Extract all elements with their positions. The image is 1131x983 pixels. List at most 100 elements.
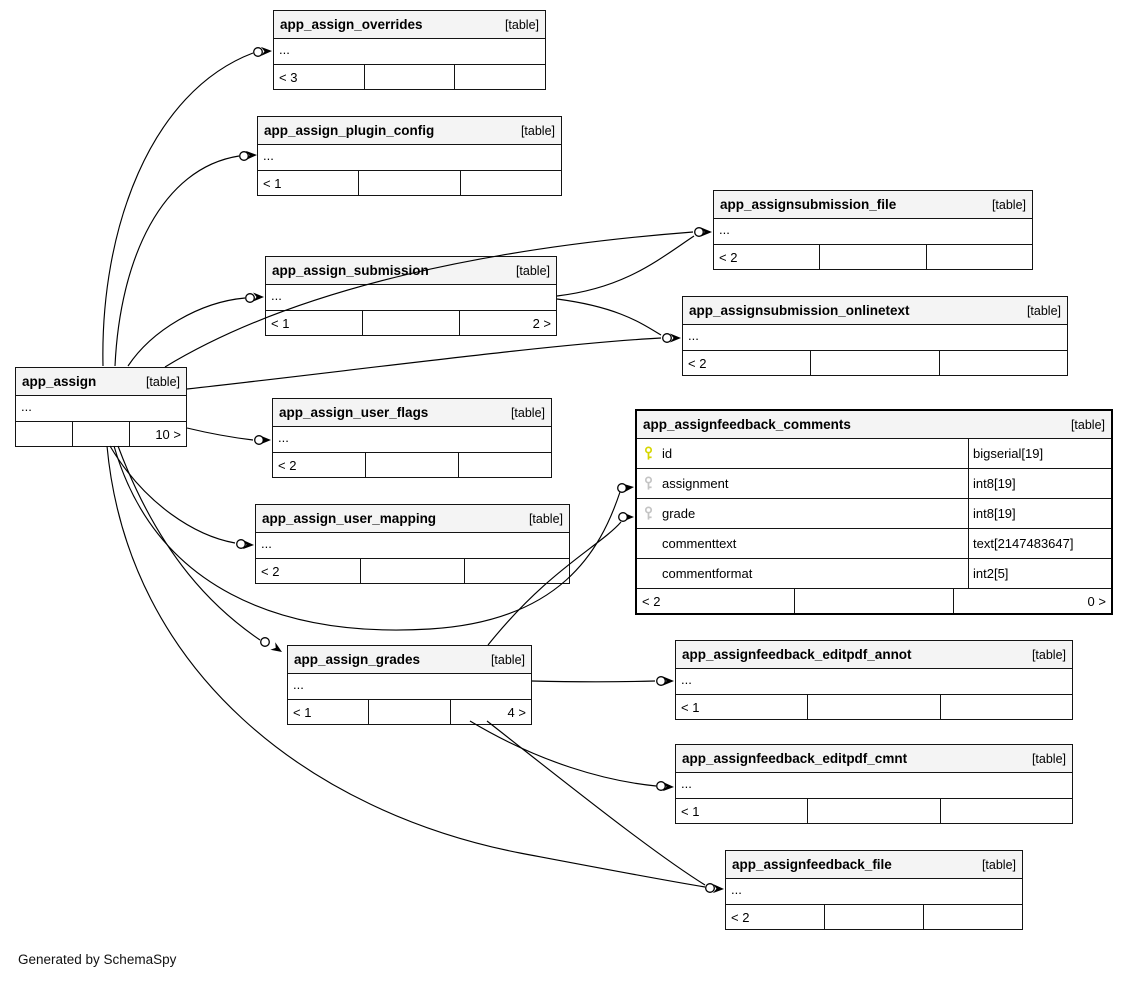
table-header: app_assign_overrides[table] [274, 11, 545, 39]
column-type: bigserial[19] [968, 439, 1111, 468]
collapsed-columns-ellipsis[interactable]: ... [258, 145, 561, 171]
table-type-tag: [table] [981, 857, 1016, 872]
table-node-file[interactable]: app_assignfeedback_file[table]...< 2 [725, 850, 1023, 930]
column-name: id [662, 446, 673, 461]
table-type-tag: [table] [515, 263, 550, 278]
table-node-overrides[interactable]: app_assign_overrides[table]... < 3 [273, 10, 546, 90]
footer-children-count[interactable]: < 2 [719, 249, 738, 265]
footer-parents-count[interactable]: 10 > [129, 422, 186, 446]
footer-children-count[interactable]: < 2 [688, 355, 707, 371]
footer-children-count[interactable]: < 2 [261, 563, 280, 579]
footer-parents-count[interactable]: 2 > [459, 311, 556, 335]
table-type-tag: [table] [1026, 303, 1061, 318]
collapsed-columns-ellipsis[interactable]: ... [16, 396, 186, 422]
footer-children-count[interactable]: < 2 [278, 457, 297, 473]
footer-parents-count[interactable] [458, 453, 551, 477]
primary-key-icon [643, 446, 655, 461]
table-name: app_assign_plugin_config [264, 123, 435, 138]
collapsed-columns-ellipsis[interactable]: ... [288, 674, 531, 700]
footer-parents-count[interactable] [459, 171, 561, 195]
collapsed-columns-ellipsis[interactable]: ... [266, 285, 556, 311]
footer-middle-cell [365, 453, 458, 477]
footer-middle-cell [807, 695, 939, 719]
table-header: app_assignsubmission_file[table] [714, 191, 1032, 219]
edge-grades-annot [531, 680, 656, 683]
footer-children-count[interactable]: < 1 [271, 315, 290, 331]
table-header: app_assign_user_flags [table] [273, 399, 551, 427]
table-node-onlinetext[interactable]: app_assignsubmission_onlinetext [table]..… [682, 296, 1068, 376]
table-footer: < 1 [676, 799, 1072, 823]
column-row[interactable]: id bigserial[19] [637, 439, 1111, 469]
footer-children-count[interactable]: < 2 [731, 909, 750, 925]
column-name-cell: commentformat [637, 559, 968, 588]
collapsed-columns-ellipsis[interactable]: ... [726, 879, 1022, 905]
footer-middle-cell [359, 559, 465, 583]
footer-middle-cell [810, 351, 938, 375]
table-node-annot[interactable]: app_assignfeedback_editpdf_annot[table].… [675, 640, 1073, 720]
footer-children-count[interactable]: < 1 [293, 704, 312, 720]
collapsed-columns-ellipsis[interactable]: ... [274, 39, 545, 65]
collapsed-columns-ellipsis[interactable]: ... [683, 325, 1067, 351]
edge-assign-plugin-config [114, 155, 240, 367]
footer-parents-count[interactable]: 4 > [449, 700, 531, 724]
table-footer: < 2 [726, 905, 1022, 929]
footer-children-count[interactable]: < 1 [263, 175, 282, 191]
table-footer: < 2 [714, 245, 1032, 269]
table-header: app_assign_grades[table] [288, 646, 531, 674]
edge-assign-onlinetext [186, 337, 662, 390]
footer-parents-count[interactable] [939, 799, 1072, 823]
table-node-grades[interactable]: app_assign_grades[table]... < 1 4 > [287, 645, 532, 725]
table-header: app_assignsubmission_onlinetext [table] [683, 297, 1067, 325]
footer-children-count[interactable]: < 3 [279, 69, 298, 85]
footer-parents-count[interactable] [464, 559, 569, 583]
table-node-user_mapping[interactable]: app_assign_user_mapping[table]...< 2 [255, 504, 570, 584]
table-type-tag: [table] [1070, 417, 1105, 432]
table-type-tag: [table] [510, 405, 545, 420]
table-node-user_flags[interactable]: app_assign_user_flags [table]... < 2 [272, 398, 552, 478]
footer-middle-cell [358, 171, 459, 195]
collapsed-columns-ellipsis[interactable]: ... [676, 773, 1072, 799]
table-node-cmnt[interactable]: app_assignfeedback_editpdf_cmnt[table]..… [675, 744, 1073, 824]
column-name: commenttext [662, 536, 737, 551]
collapsed-columns-ellipsis[interactable]: ... [273, 427, 551, 453]
footer-parents-count[interactable] [454, 65, 545, 89]
table-type-tag: [table] [145, 374, 180, 389]
footer-children-count[interactable]: < 2 [642, 593, 661, 609]
table-name: app_assignsubmission_onlinetext [689, 303, 910, 318]
table-name: app_assign_user_flags [279, 405, 429, 420]
footer-parents-count[interactable] [938, 351, 1067, 375]
collapsed-columns-ellipsis[interactable]: ... [714, 219, 1032, 245]
table-header: app_assignfeedback_editpdf_annot[table] [676, 641, 1072, 669]
table-node-submission_file[interactable]: app_assignsubmission_file[table]... < 2 [713, 190, 1033, 270]
table-header: app_assignfeedback_comments[table] [637, 411, 1111, 439]
footer-children-count[interactable]: < 1 [681, 699, 700, 715]
footer-parents-count[interactable] [925, 245, 1032, 269]
table-node-assign[interactable]: app_assign [table]...10 > [15, 367, 187, 447]
footer-middle-cell [824, 905, 923, 929]
foreign-key-icon [643, 476, 655, 491]
table-name: app_assign_overrides [280, 17, 423, 32]
table-name: app_assignfeedback_editpdf_annot [682, 647, 912, 662]
footer-middle-cell [368, 700, 449, 724]
footer-parents-count[interactable]: 0 > [952, 589, 1111, 613]
table-header: app_assign [table] [16, 368, 186, 396]
table-name: app_assign [22, 374, 97, 389]
column-type: int8[19] [968, 469, 1111, 498]
collapsed-columns-ellipsis[interactable]: ... [256, 533, 569, 559]
edge-assign-user-mapping [109, 445, 236, 544]
footer-parents-count[interactable] [939, 695, 1072, 719]
collapsed-columns-ellipsis[interactable]: ... [676, 669, 1072, 695]
footer-parents-count[interactable] [923, 905, 1022, 929]
column-row[interactable]: commenttext text[2147483647] [637, 529, 1111, 559]
footer-children-count[interactable]: < 1 [681, 803, 700, 819]
table-node-plugin_config[interactable]: app_assign_plugin_config[table]...< 1 [257, 116, 562, 196]
table-footer: < 1 [676, 695, 1072, 719]
column-type: text[2147483647] [968, 529, 1111, 558]
footer-children-count[interactable] [16, 422, 72, 446]
table-node-comments[interactable]: app_assignfeedback_comments[table]id bigs… [635, 409, 1113, 615]
